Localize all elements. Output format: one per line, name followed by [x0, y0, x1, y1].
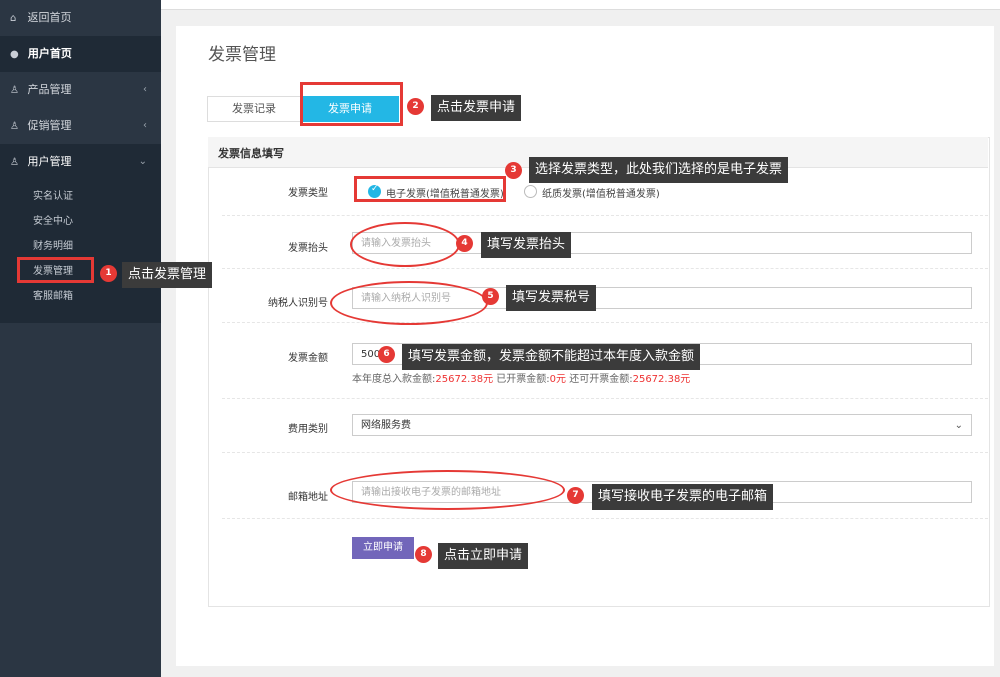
- sidebar-item-label: 返回首页: [27, 11, 72, 24]
- annotation-ellipse: [330, 281, 488, 325]
- sidebar-item-home[interactable]: ⌂ 返回首页: [0, 0, 161, 36]
- sidebar-subitem-verification[interactable]: 实名认证: [33, 191, 73, 202]
- amount-hint: 本年度总入款金额:25672.38元 已开票金额:0元 还可开票金额:25672…: [352, 370, 690, 385]
- sidebar-item-label: 用户管理: [27, 155, 72, 168]
- submit-button[interactable]: 立即申请: [352, 537, 414, 559]
- sidebar-item-user-home[interactable]: ● 用户首页: [0, 36, 161, 72]
- annotation-callout: 填写发票抬头: [481, 232, 572, 258]
- sidebar-subitem-finance[interactable]: 财务明细: [33, 241, 73, 252]
- radio-paper-label: 纸质发票(增值税普通发票): [542, 189, 660, 200]
- divider: [222, 322, 988, 323]
- annotation-badge: 7: [567, 487, 584, 504]
- radio-electronic-label: 电子发票(增值税普通发票): [386, 189, 504, 200]
- sidebar-subitem-security[interactable]: 安全中心: [33, 216, 73, 227]
- divider: [222, 215, 988, 216]
- tab-invoice-apply[interactable]: 发票申请: [301, 96, 399, 122]
- radio-paper-invoice[interactable]: [524, 185, 537, 198]
- invoice-type-label: 发票类型: [288, 188, 328, 199]
- page-title: 发票管理: [208, 45, 276, 65]
- annotation-ellipse: [330, 470, 565, 510]
- annotation-callout: 填写发票金额，发票金额不能超过本年度入款金额: [402, 344, 701, 370]
- annotation-callout: 选择发票类型，此处我们选择的是电子发票: [529, 157, 789, 183]
- divider: [222, 452, 988, 453]
- hint-text: 已开票金额:: [493, 374, 550, 385]
- annotation-ellipse: [350, 222, 460, 267]
- divider: [222, 518, 988, 519]
- sidebar-item-label: 用户首页: [27, 47, 72, 60]
- annotation-callout: 点击立即申请: [438, 543, 529, 569]
- sidebar-item-products[interactable]: ♙ 产品管理 ‹: [0, 72, 161, 108]
- tax-id-label: 纳税人识别号: [268, 298, 328, 309]
- radio-electronic-invoice[interactable]: [368, 184, 381, 198]
- annotation-highlight-box: [300, 82, 403, 126]
- hint-text: 本年度总入款金额:: [352, 374, 436, 385]
- annotation-highlight-box: [17, 257, 94, 283]
- home-icon: ⌂: [10, 13, 17, 24]
- hint-text: 还可开票金额:: [566, 374, 633, 385]
- annotation-callout: 点击发票管理: [122, 262, 213, 288]
- sidebar-item-promotions[interactable]: ♙ 促销管理 ‹: [0, 108, 161, 144]
- annotation-badge: 3: [505, 162, 522, 179]
- annotation-callout: 点击发票申请: [431, 95, 522, 121]
- sidebar-item-user-management[interactable]: ♙ 用户管理 ⌄: [0, 144, 161, 180]
- sidebar: ⌂ 返回首页 ● 用户首页 ♙ 产品管理 ‹ ♙ 促销管理 ‹ ♙ 用户管理 ⌄…: [0, 0, 161, 677]
- amount-label: 发票金额: [288, 353, 328, 364]
- chevron-down-icon: ⌄: [954, 420, 963, 431]
- chevron-left-icon: ‹: [143, 84, 147, 95]
- chevron-down-icon: ⌄: [138, 156, 147, 167]
- fee-category-select[interactable]: 网络服务费 ⌄: [352, 414, 972, 436]
- user-icon: ●: [10, 49, 19, 60]
- flask-icon: ♙: [10, 157, 19, 168]
- sidebar-item-label: 促销管理: [27, 119, 72, 132]
- fee-category-label: 费用类别: [288, 424, 328, 435]
- flask-icon: ♙: [10, 85, 19, 96]
- divider: [222, 398, 988, 399]
- tab-invoice-records[interactable]: 发票记录: [207, 96, 301, 122]
- hint-invoiced-value: 0元: [549, 374, 567, 385]
- annotation-badge: 8: [415, 546, 432, 563]
- email-label: 邮箱地址: [288, 492, 328, 503]
- sidebar-subitem-support-email[interactable]: 客服邮箱: [33, 291, 73, 302]
- annotation-callout: 填写接收电子发票的电子邮箱: [592, 484, 774, 510]
- annotation-badge: 1: [100, 265, 117, 282]
- fee-category-value: 网络服务费: [361, 420, 411, 431]
- sidebar-submenu: 实名认证 安全中心 财务明细 发票管理 客服邮箱: [0, 180, 161, 323]
- hint-total-value: 25672.38元: [435, 374, 494, 385]
- sidebar-item-label: 产品管理: [27, 83, 72, 96]
- divider: [222, 268, 988, 269]
- hint-remaining-value: 25672.38元: [632, 374, 691, 385]
- invoice-header-label: 发票抬头: [288, 243, 328, 254]
- annotation-badge: 2: [407, 98, 424, 115]
- sidebar-subitem-invoice[interactable]: 发票管理: [33, 266, 73, 277]
- annotation-badge: 4: [456, 235, 473, 252]
- annotation-badge: 5: [482, 288, 499, 305]
- form-section-title: 发票信息填写: [218, 147, 284, 160]
- annotation-highlight-box: [354, 176, 506, 202]
- annotation-badge: 6: [378, 346, 395, 363]
- annotation-callout: 填写发票税号: [506, 285, 597, 311]
- top-bar: [161, 0, 1000, 10]
- flask-icon: ♙: [10, 121, 19, 132]
- chevron-left-icon: ‹: [143, 120, 147, 131]
